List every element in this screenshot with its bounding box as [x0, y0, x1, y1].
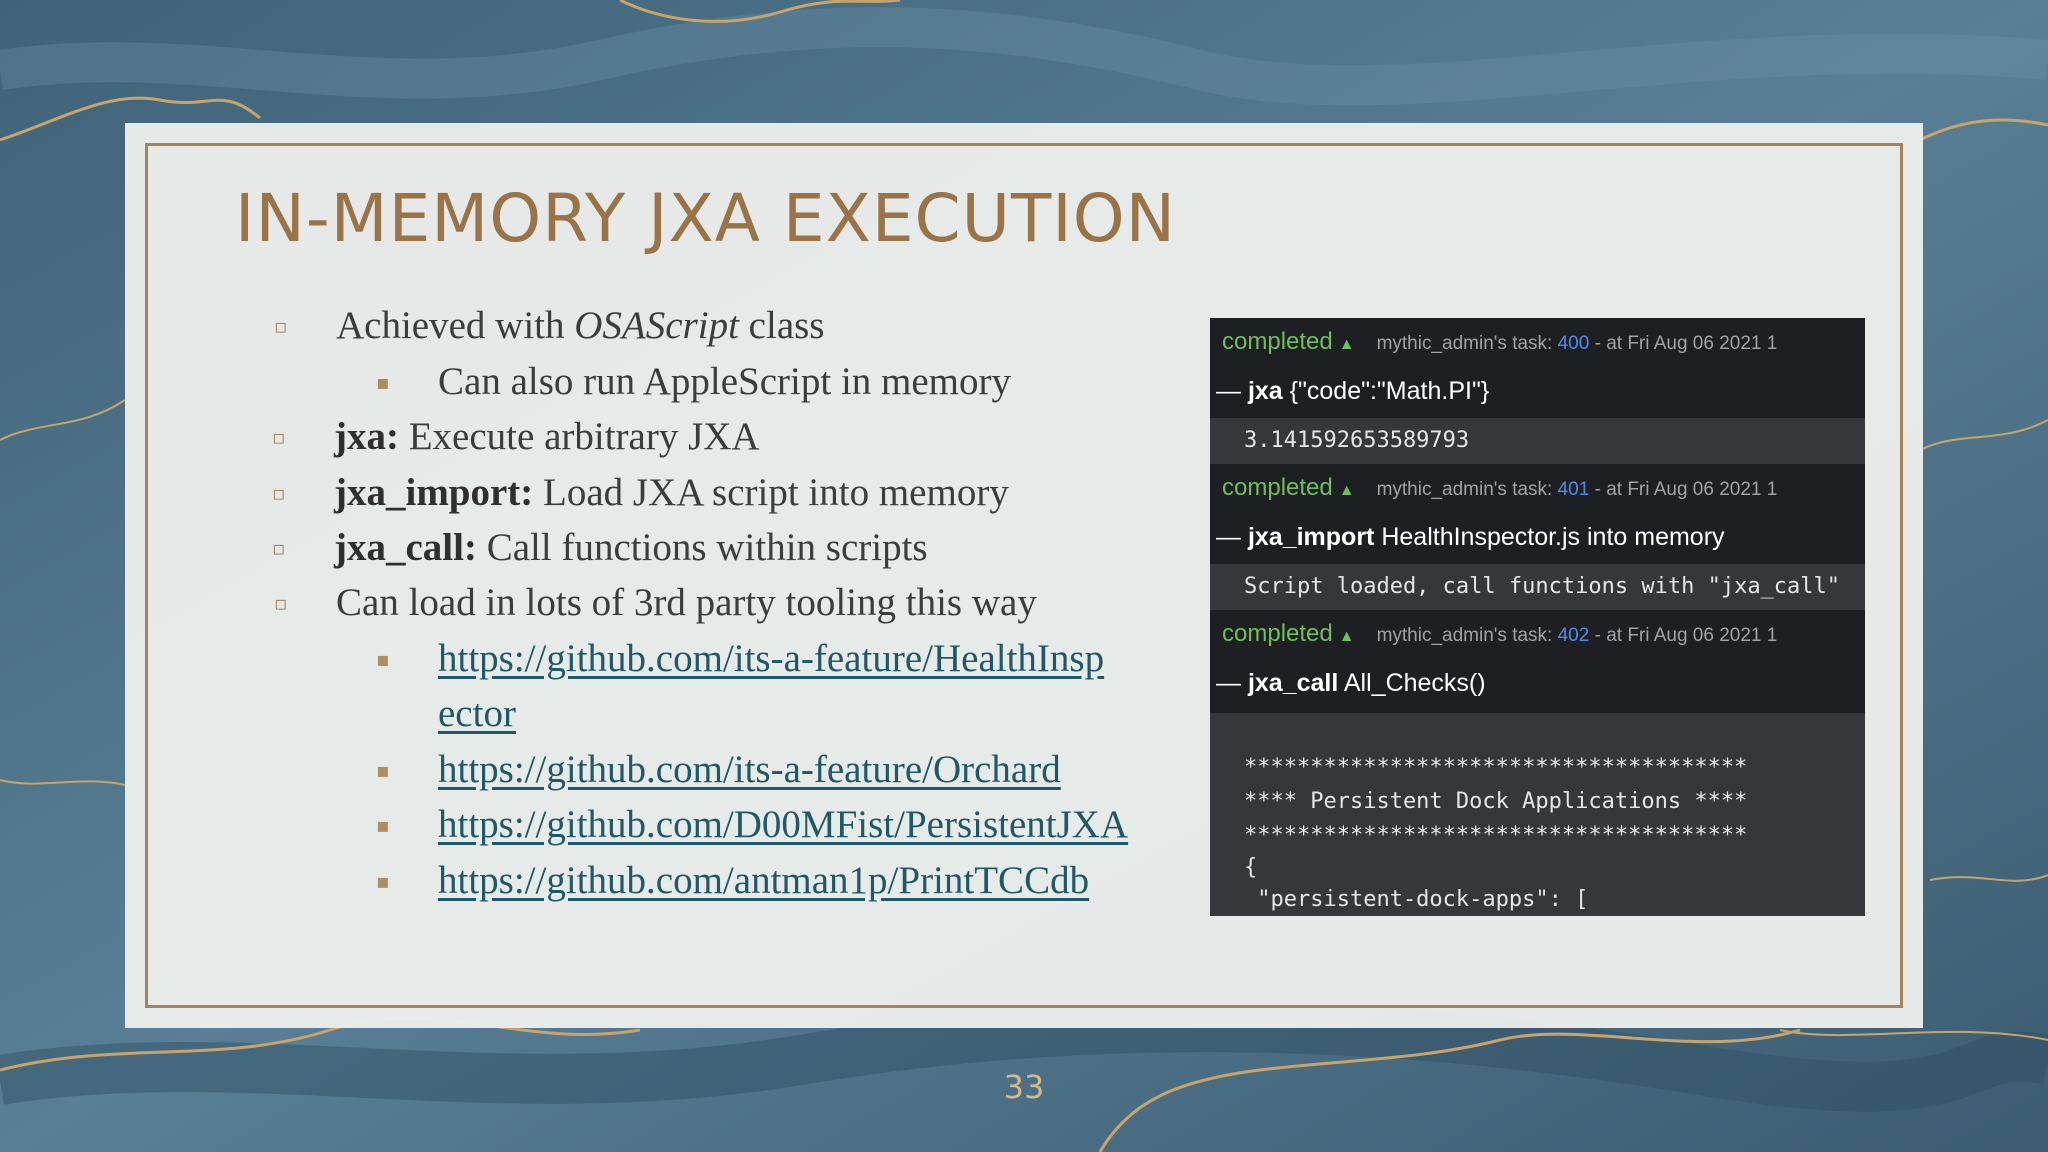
- bullet-list: ▫ Achieved with OSAScript class ▪ Can al…: [272, 302, 1129, 905]
- link-item-persistentjxa: ▪ https://github.com/D00MFist/Persistent…: [376, 801, 1129, 849]
- task-command: jxa_import: [1247, 523, 1375, 551]
- caret-up-icon: ▲: [1338, 628, 1355, 645]
- task-meta: mythic_admin's task:: [1376, 479, 1558, 500]
- link-item-healthinspector: ▪ https://github.com/its-a-feature/Healt…: [376, 635, 1105, 683]
- link-printtccdb[interactable]: https://github.com/antman1p/PrintTCCdb: [438, 859, 1090, 902]
- dash-icon: —: [1216, 523, 1241, 551]
- bullet-applescript: ▪ Can also run AppleScript in memory: [376, 358, 1012, 406]
- link-item-healthinspector-cont: ector: [438, 690, 516, 738]
- bullet-text: class: [738, 304, 825, 347]
- output-line: **************************************: [1244, 755, 1748, 780]
- task-meta: mythic_admin's task:: [1376, 625, 1558, 646]
- page-number: 33: [1003, 1068, 1045, 1106]
- link-item-printtccdb: ▪ https://github.com/antman1p/PrintTCCdb: [376, 857, 1090, 905]
- bullet-osascript: ▫ Achieved with OSAScript class: [274, 302, 825, 350]
- bullet-text: Call functions within scripts: [476, 526, 928, 569]
- osascript-class-name: OSAScript: [574, 304, 739, 347]
- dash-icon: —: [1216, 377, 1241, 405]
- link-healthinspector-continued[interactable]: ector: [438, 692, 516, 735]
- task-output: 3.141592653589793: [1244, 428, 1470, 453]
- bullet-third-party: ▫ Can load in lots of 3rd party tooling …: [274, 579, 1037, 627]
- bullet-jxa: ▫ jxa: Execute arbitrary JXA: [272, 413, 760, 461]
- command-name: jxa:: [334, 415, 399, 458]
- task-command-row: — jxa {"code":"Math.PI"}: [1210, 366, 1865, 416]
- slide-title: IN-MEMORY JXA EXECUTION: [235, 180, 1177, 257]
- output-line: **** Persistent Dock Applications ****: [1244, 789, 1748, 814]
- task-status-row: completed ▲ mythic_admin's task: 400 - at …: [1210, 318, 1865, 366]
- task-status-row: completed ▲ mythic_admin's task: 402 - at …: [1210, 610, 1865, 658]
- task-command-row: — jxa_call All_Checks(): [1210, 658, 1865, 708]
- hollow-square-bullet-icon: ▫: [272, 481, 286, 505]
- command-name: jxa_import:: [334, 471, 534, 514]
- hollow-square-bullet-icon: ▫: [272, 425, 286, 449]
- task-command-row: — jxa_import HealthInspector.js into mem…: [1210, 512, 1865, 562]
- task-args: All_Checks(): [1338, 669, 1486, 697]
- hollow-square-bullet-icon: ▫: [274, 314, 288, 338]
- task-args: HealthInspector.js into memory: [1374, 523, 1725, 551]
- bullet-jxa-import: ▫ jxa_import: Load JXA script into memor…: [272, 469, 1009, 517]
- task-status-row: completed ▲ mythic_admin's task: 401 - at …: [1210, 464, 1865, 512]
- filled-square-bullet-icon: ▪: [376, 758, 390, 782]
- bullet-text: Can load in lots of 3rd party tooling th…: [336, 581, 1037, 624]
- task-command: jxa: [1247, 377, 1283, 405]
- link-orchard[interactable]: https://github.com/its-a-feature/Orchard: [438, 748, 1061, 791]
- task-meta: - at Fri Aug 06 2021 1: [1589, 333, 1778, 354]
- task-output-row: 3.141592653589793: [1210, 418, 1865, 464]
- command-name: jxa_call:: [334, 526, 477, 569]
- status-completed: completed: [1222, 474, 1333, 501]
- caret-up-icon: ▲: [1338, 336, 1355, 353]
- link-healthinspector[interactable]: https://github.com/its-a-feature/HealthI…: [438, 637, 1105, 680]
- bullet-text: Execute arbitrary JXA: [398, 415, 760, 458]
- filled-square-bullet-icon: ▪: [376, 370, 390, 394]
- task-id: 400: [1557, 333, 1590, 354]
- status-completed: completed: [1222, 620, 1333, 647]
- filled-square-bullet-icon: ▪: [376, 869, 390, 893]
- task-id: 402: [1557, 625, 1590, 646]
- output-line: **************************************: [1244, 823, 1748, 848]
- bullet-text: Load JXA script into memory: [533, 471, 1009, 514]
- task-output-row: Script loaded, call functions with "jxa_…: [1210, 564, 1865, 610]
- hollow-square-bullet-icon: ▫: [272, 536, 286, 560]
- mythic-output-screenshot: completed ▲ mythic_admin's task: 400 - at …: [1210, 318, 1865, 916]
- task-meta: - at Fri Aug 06 2021 1: [1589, 479, 1778, 500]
- output-line: {: [1244, 855, 1258, 880]
- task-meta: - at Fri Aug 06 2021 1: [1589, 625, 1778, 646]
- status-completed: completed: [1222, 328, 1333, 355]
- task-command: jxa_call: [1247, 669, 1339, 697]
- bullet-text: Achieved with: [336, 304, 575, 347]
- bullet-jxa-call: ▫ jxa_call: Call functions within script…: [272, 524, 928, 572]
- filled-square-bullet-icon: ▪: [376, 647, 390, 671]
- bullet-text: Can also run AppleScript in memory: [438, 360, 1012, 403]
- filled-square-bullet-icon: ▪: [376, 813, 390, 837]
- link-item-orchard: ▪ https://github.com/its-a-feature/Orcha…: [376, 746, 1061, 794]
- task-output-block: ************************************** *…: [1210, 713, 1865, 916]
- task-meta: mythic_admin's task:: [1376, 333, 1558, 354]
- hollow-square-bullet-icon: ▫: [274, 591, 288, 615]
- link-persistentjxa[interactable]: https://github.com/D00MFist/PersistentJX…: [438, 803, 1129, 846]
- caret-up-icon: ▲: [1338, 482, 1355, 499]
- task-id: 401: [1557, 479, 1590, 500]
- output-line: "persistent-dock-apps": [: [1244, 887, 1589, 912]
- dash-icon: —: [1216, 669, 1241, 697]
- task-output: Script loaded, call functions with "jxa_…: [1244, 574, 1841, 599]
- task-args: {"code":"Math.PI"}: [1282, 377, 1490, 405]
- gold-frame: [145, 143, 1903, 1008]
